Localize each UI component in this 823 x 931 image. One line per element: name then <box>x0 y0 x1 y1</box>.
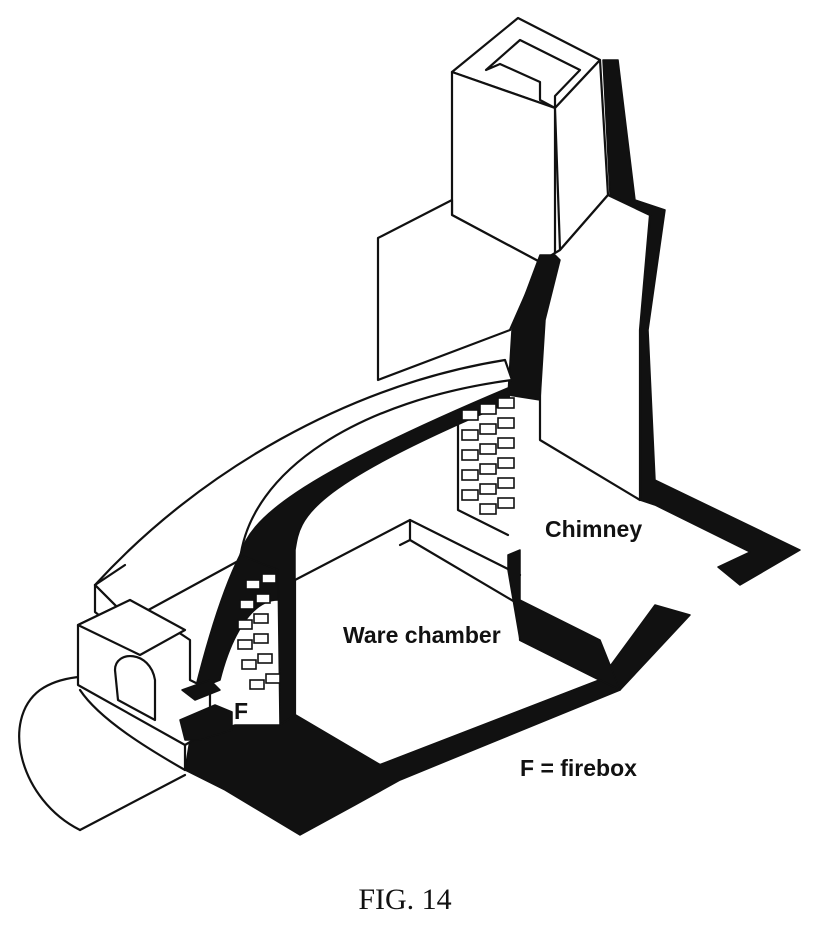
chimney-brickwork <box>456 397 515 537</box>
ware-chamber-body <box>76 358 691 836</box>
firebox-legend: F = firebox <box>520 755 637 781</box>
chimney-stack <box>376 16 801 586</box>
ware-chamber-label: Ware chamber <box>343 622 501 648</box>
figure-caption: FIG. 14 <box>358 883 451 916</box>
chimney-label: Chimney <box>545 516 642 542</box>
firebox-marker-label: F <box>234 698 248 724</box>
firebox-brickwork <box>237 573 281 690</box>
